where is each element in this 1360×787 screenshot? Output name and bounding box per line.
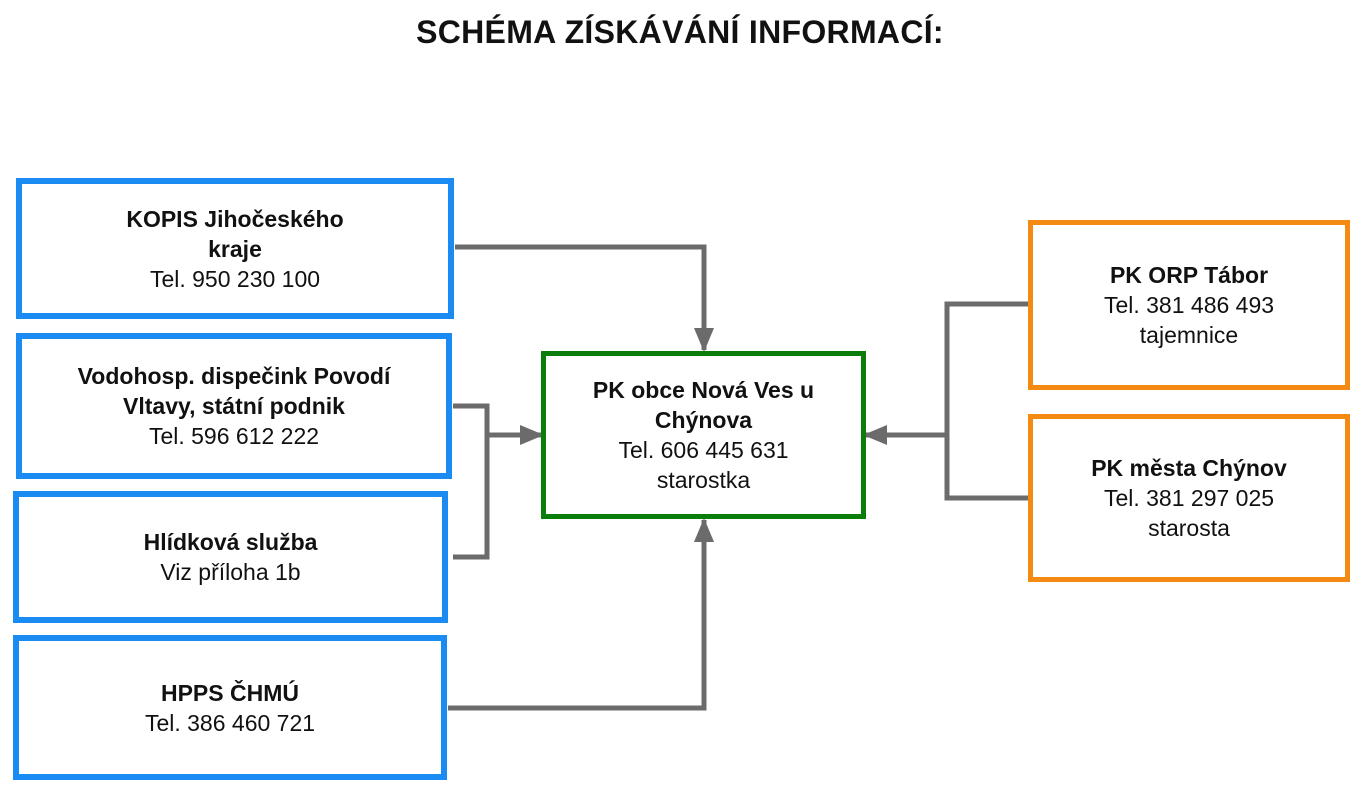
node-orp-phone: Tel. 381 486 493 [1103, 292, 1275, 318]
node-vodohosp: Vodohosp. dispečink Povodí Vltavy, státn… [16, 333, 452, 479]
node-vodohosp-name: Vodohosp. dispečink Povodí Vltavy, státn… [77, 363, 391, 419]
diagram-title: SCHÉMA ZÍSKÁVÁNÍ INFORMACÍ: [416, 14, 944, 50]
node-hpps-name: HPPS ČHMÚ [160, 679, 299, 706]
connector-hpps-to-center [448, 518, 714, 711]
node-kopis-phone: Tel. 950 230 100 [149, 265, 321, 292]
node-center: PK obce Nová Ves u Chýnova Tel. 606 445 … [541, 351, 866, 519]
node-chynov-name: PK města Chýnov [1091, 455, 1287, 481]
node-chynov-role: starosta [1148, 515, 1230, 541]
node-hlidkova: Hlídková služba Viz příloha 1b [13, 491, 448, 623]
node-hpps: HPPS ČHMÚ Tel. 386 460 721 [13, 635, 447, 780]
connector-hlidkova-to-center [453, 435, 490, 560]
node-center-phone: Tel. 606 445 631 [618, 437, 789, 463]
node-center-role: starostka [656, 467, 751, 493]
node-chynov: PK města Chýnov Tel. 381 297 025 starost… [1028, 414, 1350, 582]
node-hlidkova-name: Hlídková služba [143, 529, 318, 555]
node-hlidkova-detail: Viz příloha 1b [160, 559, 301, 585]
connector-vodohosp-to-center [453, 403, 490, 435]
node-orp-role: tajemnice [1139, 322, 1239, 348]
node-orp: PK ORP Tábor Tel. 381 486 493 tajemnice [1028, 220, 1350, 390]
connector-kopis-to-center [455, 244, 714, 352]
node-vodohosp-phone: Tel. 596 612 222 [148, 423, 320, 449]
node-center-name: PK obce Nová Ves u Chýnova [592, 377, 815, 433]
node-hpps-phone: Tel. 386 460 721 [144, 709, 316, 736]
node-kopis-name: KOPIS Jihočeského kraje [126, 205, 344, 262]
node-orp-name: PK ORP Tábor [1109, 262, 1269, 288]
connector-orp-to-center [944, 301, 1030, 435]
node-chynov-phone: Tel. 381 297 025 [1103, 485, 1275, 511]
connector-chynov-to-center [944, 435, 1030, 501]
node-kopis: KOPIS Jihočeského kraje Tel. 950 230 100 [16, 178, 454, 319]
